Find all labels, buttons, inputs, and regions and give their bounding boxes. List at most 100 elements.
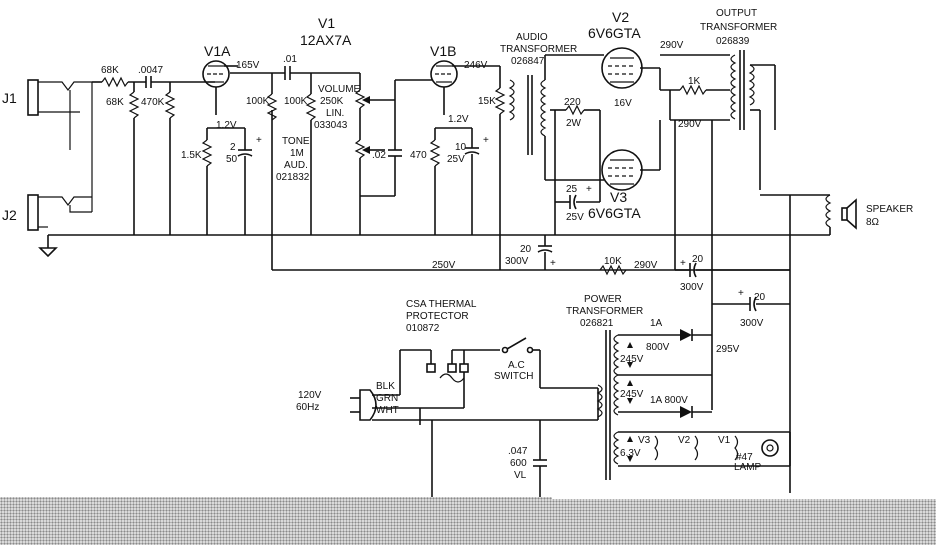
v1a-cathode-cap-value: 2 [230,142,236,153]
tone-cap-label: .02 [372,150,386,161]
line-cap-type: VL [514,470,527,481]
jack-j2 [27,194,92,231]
v1b-cap-polarity: + [483,135,489,146]
filter-cap-1-polarity: + [550,258,556,269]
winding-2-voltage: 245V [620,389,644,400]
output-transformer-l2: TRANSFORMER [700,22,777,33]
screen-resistor-label: 1K [688,76,701,87]
v1b-cathode-voltage: 1.2V [448,114,469,125]
halftone-band [0,497,936,545]
output-bypass-cap-polarity: + [586,184,592,195]
v1a-cathode-resistor-label: 1.5K [181,150,202,161]
tone-label: TONE [282,136,310,147]
volume-part: 033043 [314,120,348,131]
tube-v1a-symbol [202,60,238,115]
tube-v3-symbol [601,149,643,191]
mains-voltage: 120V [298,390,322,401]
tube-v3-type: 6V6GTA [588,205,641,221]
input-network [92,76,215,235]
v1b-plate-resistor-label: 15K [478,96,496,107]
speaker-icon [841,198,857,230]
output-bypass-cap-volt: 25V [566,212,584,223]
input-rgrid-label: 470K [141,97,165,108]
tube-v1-ref: V1 [318,15,335,31]
heater-voltage: 6.3V [620,448,641,459]
winding-1-voltage: 245V [620,354,644,365]
thermal-protector-l2: PROTECTOR [406,311,469,322]
v1a-load-resistor-label: 100K [284,96,308,107]
supply-250v-label: 250V [432,260,456,271]
tube-v1a-label: V1A [204,43,231,59]
speaker-label: SPEAKER [866,204,913,215]
output-cathode-voltage: 16V [614,98,632,109]
mains-blk: BLK [376,381,395,392]
tube-v2-symbol [601,47,643,89]
screen-voltage: 290V [678,119,702,130]
volume-value: 250K [320,96,344,107]
tone-taper: AUD. [284,160,308,171]
v1b-cathode-cap-value: 10 [455,142,467,153]
audio-transformer-l3: 026847 [511,56,545,67]
halftone-notch [552,493,936,499]
filter-cap-3-polarity: + [738,288,744,299]
v1b-cathode-cap-volt: 25V [447,154,465,165]
v1b-plate-voltage: 246V [464,60,488,71]
tube-v3-ref: V3 [610,189,627,205]
thermal-protector-symbol [426,349,500,388]
jack-j1 [27,79,92,150]
pilot-lamp-icon [761,439,779,457]
diode-1-current: 1A [650,318,663,329]
output-cathode-resistor-label: 220 [564,97,581,108]
output-cathode-resistor-watt: 2W [566,118,582,129]
switch-label-1: A.C [508,360,525,371]
heater-v1: V1 [718,435,731,446]
speaker-impedance: 8Ω [866,217,880,228]
line-cap-voltage: 600 [510,458,527,469]
tube-v1b-symbol [430,60,500,115]
tube-v2-ref: V2 [612,9,629,25]
v1a-plate-voltage: 165V [236,60,260,71]
tube-v1-type: 12AX7A [300,32,352,48]
filter-cap-3-value: 20 [754,292,766,303]
filter-cap-3-volt: 300V [740,318,764,329]
filter-cap-2-polarity: + [680,258,686,269]
supply-295v-label: 295V [716,344,740,355]
filter-cap-1-volt: 300V [505,256,529,267]
filter-cap-2-volt: 300V [680,282,704,293]
ac-switch [501,337,598,389]
heater-v3: V3 [638,435,651,446]
v2-plate-voltage: 290V [660,40,684,51]
volume-pot [354,73,395,235]
power-transformer-l1: POWER [584,294,622,305]
v1a-cathode-cap-volt: 50 [226,154,238,165]
tone-part: 021832 [276,172,310,183]
volume-taper: LIN. [326,108,344,119]
diode-1-voltage: 800V [646,342,670,353]
audio-transformer-l1: AUDIO [516,32,548,43]
lamp-number: #47 [736,452,753,463]
power-transformer-l2: TRANSFORMER [566,306,643,317]
filter-cap-1-value: 20 [520,244,532,255]
switch-label-2: SWITCH [494,371,533,382]
input-r2-label: 68K [106,97,124,108]
jack-j2-label: J2 [2,207,17,223]
filter-cap-2-value: 20 [692,254,704,265]
output-bypass-cap-value: 25 [566,184,578,195]
tube-v2-type: 6V6GTA [588,25,641,41]
jack-j1-label: J1 [2,90,17,106]
output-transformer [730,50,776,190]
thermal-protector-l1: CSA THERMAL [406,299,477,310]
v1a-cap-polarity: + [256,135,262,146]
supply-290v-label: 290V [634,260,658,271]
ground-bus [38,234,830,258]
thermal-protector-l3: 010872 [406,323,440,334]
v1a-plate-resistor-label: 100K [246,96,270,107]
output-transformer-l3: 026839 [716,36,750,47]
v1a-coupling-cap-label: .01 [283,54,297,65]
volume-label: VOLUME [318,84,361,95]
heater-v2: V2 [678,435,691,446]
tone-value: 1M [290,148,304,159]
mains-wht: WHT [376,405,399,416]
input-r1-label: 68K [101,65,119,76]
